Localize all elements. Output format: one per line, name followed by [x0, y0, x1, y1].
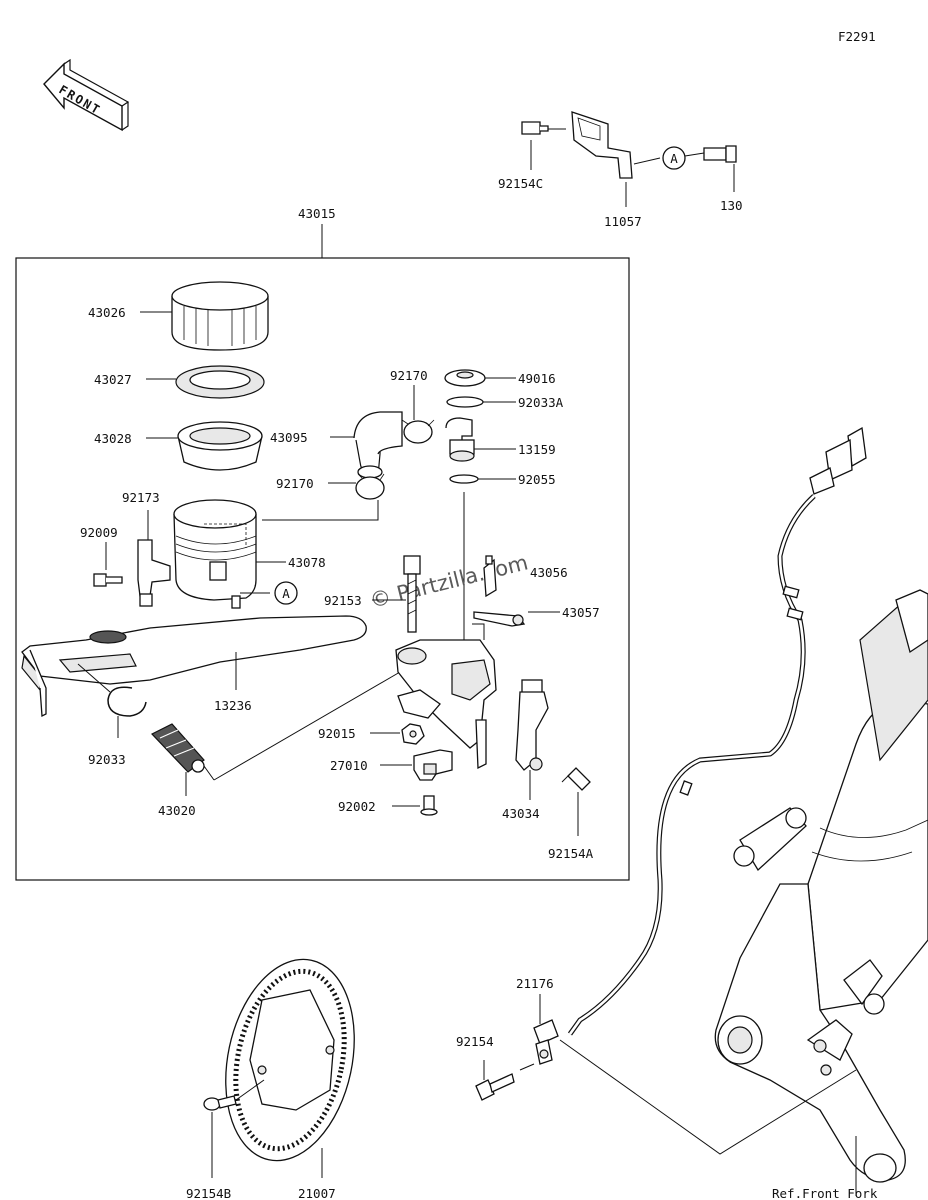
- master-cylinder-body: [395, 639, 497, 770]
- assembly-label: 43015: [298, 206, 336, 221]
- part-label-92173: 92173: [122, 490, 160, 505]
- abs-sensor-cable: [567, 426, 867, 1036]
- part-label-92154B: 92154B: [186, 1186, 231, 1200]
- bolt-92154b: [203, 1095, 237, 1111]
- reservoir-cap: [171, 281, 269, 351]
- part-label-43057: 43057: [562, 605, 600, 620]
- part-label-43026: 43026: [88, 305, 126, 320]
- circlip-92033: [107, 686, 147, 717]
- part-label-13236: 13236: [214, 698, 252, 713]
- hose-fitting: [445, 417, 475, 462]
- part-label-92033A: 92033A: [518, 395, 564, 410]
- part-label-92154: 92154: [456, 1034, 494, 1049]
- part-label-13159: 13159: [518, 442, 556, 457]
- part-label-43095: 43095: [270, 430, 308, 445]
- part-label-27010: 27010: [330, 758, 368, 773]
- part-label-11057: 11057: [604, 214, 642, 229]
- part-label-43027: 43027: [94, 372, 132, 387]
- part-label-92015: 92015: [318, 726, 356, 741]
- o-ring-92055: [449, 474, 479, 484]
- hose-clamp-upper: [401, 419, 435, 444]
- part-label-43078: 43078: [288, 555, 326, 570]
- front-fork: [714, 589, 928, 1183]
- front-arrow-icon: FRONT: [43, 58, 130, 132]
- part-label-92154A: 92154A: [548, 846, 594, 861]
- reservoir-diaphragm: [177, 421, 263, 471]
- circlip-92033a: [446, 396, 484, 408]
- piston-kit: [151, 723, 205, 773]
- bleeder-valve: [483, 555, 497, 598]
- fitting-cap: [444, 369, 486, 387]
- screw-92002: [420, 795, 438, 816]
- bolt-92154a: [561, 767, 591, 791]
- brake-lever: [21, 615, 367, 718]
- part-label-130: 130: [720, 198, 743, 213]
- assembly-frame: [15, 257, 630, 881]
- part-label-43056: 43056: [530, 565, 568, 580]
- part-label-21007: 21007: [298, 1186, 336, 1200]
- callout-a-top: A: [670, 151, 678, 166]
- reference-front-fork: Ref.Front Fork: [772, 1186, 878, 1200]
- bleeder-cap: [473, 611, 526, 627]
- bolt-92154: [475, 1073, 515, 1101]
- hose-clamp-lower: [355, 473, 385, 500]
- reservoir-clamp: [93, 539, 171, 607]
- part-label-92170-upper: 92170: [390, 368, 428, 383]
- part-label-21176: 21176: [516, 976, 554, 991]
- part-label-43034: 43034: [502, 806, 540, 821]
- diaphragm-plate: [175, 365, 265, 399]
- callout-a-reservoir: A: [282, 586, 290, 601]
- part-label-43028: 43028: [94, 431, 132, 446]
- part-label-49016: 49016: [518, 371, 556, 386]
- part-label-92009: 92009: [80, 525, 118, 540]
- part-label-92002: 92002: [338, 799, 376, 814]
- part-label-43020: 43020: [158, 803, 196, 818]
- part-label-92033: 92033: [88, 752, 126, 767]
- diagram-code: F2291: [838, 29, 876, 44]
- mounting-bolt-92153: [403, 555, 421, 633]
- nut-92015: [401, 723, 425, 745]
- master-cylinder-holder: [515, 679, 549, 771]
- reservoir-hose: [353, 411, 403, 479]
- watermark: © Partzilla.com: [367, 550, 530, 612]
- fluid-reservoir: [173, 499, 257, 609]
- part-label-92153: 92153: [324, 593, 362, 608]
- part-label-92055: 92055: [518, 472, 556, 487]
- part-label-92154C: 92154C: [498, 176, 543, 191]
- bracket-group: [521, 111, 737, 179]
- part-label-92170-lower: 92170: [276, 476, 314, 491]
- brake-light-switch: [413, 749, 453, 781]
- abs-sensor-rotor: [225, 958, 355, 1162]
- abs-sensor: [533, 1019, 559, 1065]
